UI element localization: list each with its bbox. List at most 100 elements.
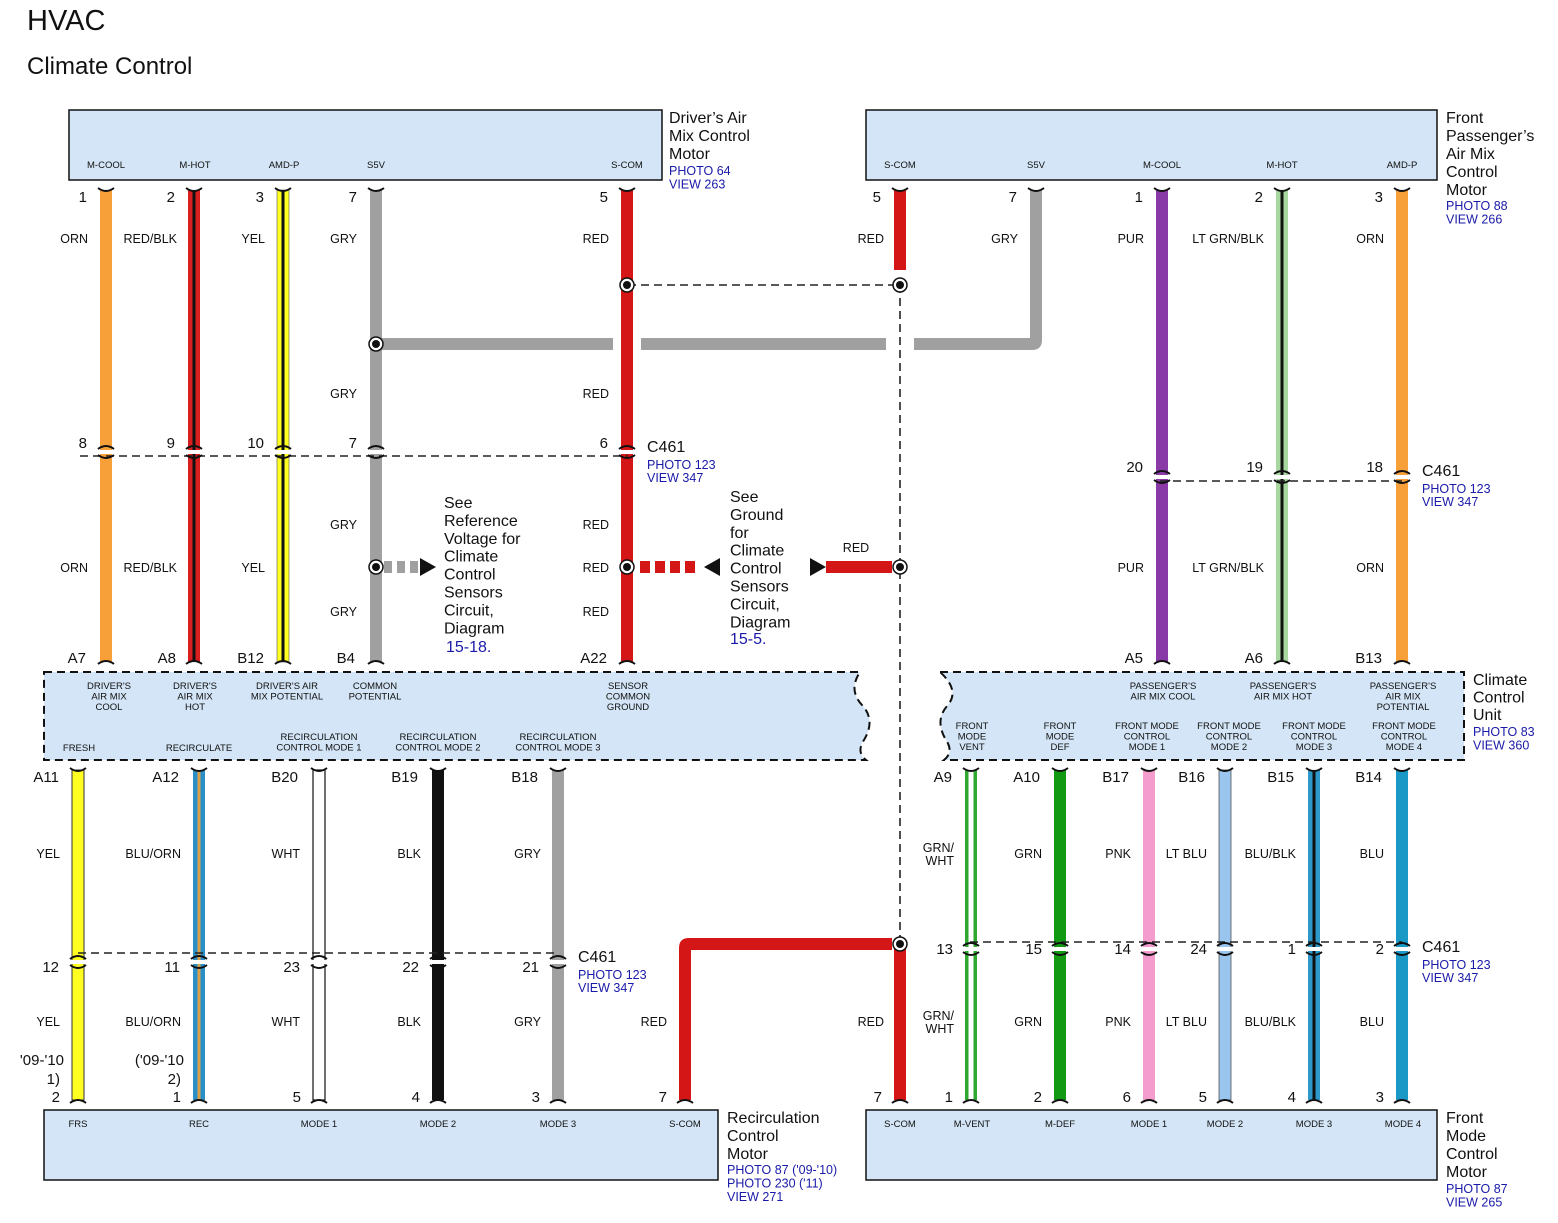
year-note: '09-'10 bbox=[20, 1052, 64, 1069]
ccu-terminal: A22 bbox=[580, 650, 607, 667]
wire-color-label: ORN bbox=[60, 561, 88, 575]
ccu-pin-label: PASSENGER'S bbox=[1250, 681, 1317, 692]
photo-view-link: PHOTO 64 bbox=[669, 164, 731, 178]
terminal-mark bbox=[310, 1099, 328, 1104]
pin-label-mcool: M-COOL bbox=[1143, 160, 1181, 171]
pin-label-amdp: AMD-P bbox=[269, 160, 300, 171]
wire-color-label: YEL bbox=[36, 847, 60, 861]
wire-color-label: BLK bbox=[397, 847, 421, 861]
wire-color-label: GRY bbox=[330, 387, 358, 401]
ccu-terminal: A9 bbox=[934, 769, 952, 786]
ccu-pin-label: VENT bbox=[959, 742, 985, 753]
ccu-pin-label: MODE 4 bbox=[1386, 742, 1422, 753]
wire-f-blu bbox=[1396, 770, 1408, 1100]
wire-color-label: BLU/ORN bbox=[125, 1015, 181, 1029]
note-text: Control bbox=[444, 567, 496, 584]
terminal-mark bbox=[367, 660, 385, 665]
wire-r-yel bbox=[71, 769, 85, 1101]
ccu-terminal: B13 bbox=[1355, 650, 1382, 667]
wire-color-label: GRY bbox=[514, 847, 542, 861]
pin-number: 18 bbox=[1366, 459, 1383, 476]
ccu-pin-label: AIR MIX bbox=[91, 692, 127, 703]
component-name: Mode bbox=[1446, 1128, 1486, 1145]
ccu-pin-label: AIR MIX HOT bbox=[1254, 692, 1312, 703]
ccu-pin-label: CONTROL bbox=[1381, 732, 1427, 743]
terminal-mark bbox=[676, 1099, 694, 1104]
ccu-pin-label: MODE 3 bbox=[1296, 742, 1332, 753]
ccu-pin-label: PASSENGER'S bbox=[1370, 681, 1437, 692]
recirc-motor-box bbox=[43, 1109, 719, 1181]
terminal-mark bbox=[549, 1099, 567, 1104]
component-name: Unit bbox=[1473, 707, 1502, 724]
ccu-terminal: B14 bbox=[1355, 769, 1382, 786]
terminal-mark bbox=[69, 1099, 87, 1104]
note-text: See bbox=[444, 495, 473, 512]
pass-motor-box bbox=[865, 109, 1438, 181]
photo-view-link: PHOTO 83 bbox=[1473, 725, 1535, 739]
ccu-pin-label: FRONT bbox=[956, 721, 989, 732]
note-text: Sensors bbox=[730, 579, 789, 596]
terminal-mark bbox=[190, 1099, 208, 1104]
connector-break-mark bbox=[1216, 942, 1234, 947]
note-text: Diagram bbox=[730, 614, 790, 631]
wire-color-label: YEL bbox=[36, 1015, 60, 1029]
photo-view-link: PHOTO 123 bbox=[647, 458, 716, 472]
note-text: Reference bbox=[444, 513, 518, 530]
pin-number: 7 bbox=[659, 1089, 667, 1106]
ccu-pin-label: GROUND bbox=[607, 702, 649, 713]
note-diagram-link: 15-18. bbox=[446, 639, 491, 656]
pin-label: REC bbox=[189, 1119, 209, 1130]
wire-r-blk bbox=[432, 770, 444, 1100]
note-text: Circuit, bbox=[444, 602, 494, 619]
gnd-arrow bbox=[640, 558, 826, 576]
wire-color-label: RED bbox=[583, 232, 609, 246]
pin-label-scom: S-COM bbox=[884, 160, 916, 171]
ccu-pin-label: COMMON bbox=[606, 692, 650, 703]
photo-view-link: PHOTO 88 bbox=[1446, 199, 1508, 213]
pin-number: 5 bbox=[873, 189, 881, 206]
connector-break-mark bbox=[310, 964, 328, 969]
terminal-mark bbox=[1027, 187, 1045, 192]
connector-break-mark bbox=[1153, 470, 1171, 475]
note-text: Control bbox=[730, 561, 782, 578]
connector-break-mark bbox=[185, 454, 203, 459]
photo-view-link: PHOTO 123 bbox=[578, 968, 647, 982]
pin-number: 13 bbox=[936, 941, 953, 958]
connector-break-mark bbox=[1393, 942, 1411, 947]
connector-breaks bbox=[69, 187, 1411, 1104]
terminal-mark bbox=[549, 767, 567, 772]
component-name: Control bbox=[1446, 1146, 1498, 1163]
wire-color-label: RED bbox=[641, 1015, 667, 1029]
pin-label: FRS bbox=[69, 1119, 88, 1130]
pin-number: 22 bbox=[402, 959, 419, 976]
terminal-mark bbox=[97, 660, 115, 665]
year-note: ('09-'10 bbox=[135, 1052, 184, 1069]
note-text: Diagram bbox=[444, 620, 504, 637]
pin-number: 24 bbox=[1190, 941, 1207, 958]
terminal-mark bbox=[1216, 767, 1234, 772]
photo-view-link: PHOTO 87 bbox=[1446, 1182, 1508, 1196]
wire-f-grn bbox=[1054, 770, 1066, 1100]
wire-color-label: ORN bbox=[60, 232, 88, 246]
wire-color-label: PUR bbox=[1118, 232, 1144, 246]
wire-color-label: LT BLU bbox=[1166, 847, 1207, 861]
wire-color-label: RED/BLK bbox=[124, 561, 178, 575]
wire-color-label: WHT bbox=[272, 1015, 301, 1029]
wire-color-label: YEL bbox=[241, 561, 265, 575]
terminal-mark bbox=[1273, 187, 1291, 192]
pin-label-amdp: AMD-P bbox=[1387, 160, 1418, 171]
wire-color-label: GRY bbox=[330, 605, 358, 619]
wire-color-label: BLU bbox=[1360, 1015, 1384, 1029]
connector-name: C461 bbox=[647, 439, 685, 456]
ccu-pin-label: FRONT MODE bbox=[1372, 721, 1436, 732]
terminal-mark bbox=[962, 767, 980, 772]
ccu-pin-label: SENSOR bbox=[608, 681, 648, 692]
ccu-pin-label: FRONT MODE bbox=[1282, 721, 1346, 732]
pin-label-mcool: M-COOL bbox=[87, 160, 125, 171]
ccu-pin-label: CONTROL bbox=[1124, 732, 1170, 743]
wire-f-pnk bbox=[1143, 770, 1155, 1100]
ccu-pin-label: COOL bbox=[96, 702, 123, 713]
wire-r-wht bbox=[312, 769, 326, 1101]
connector-name: C461 bbox=[1422, 463, 1460, 480]
connector-break-mark bbox=[618, 445, 636, 450]
